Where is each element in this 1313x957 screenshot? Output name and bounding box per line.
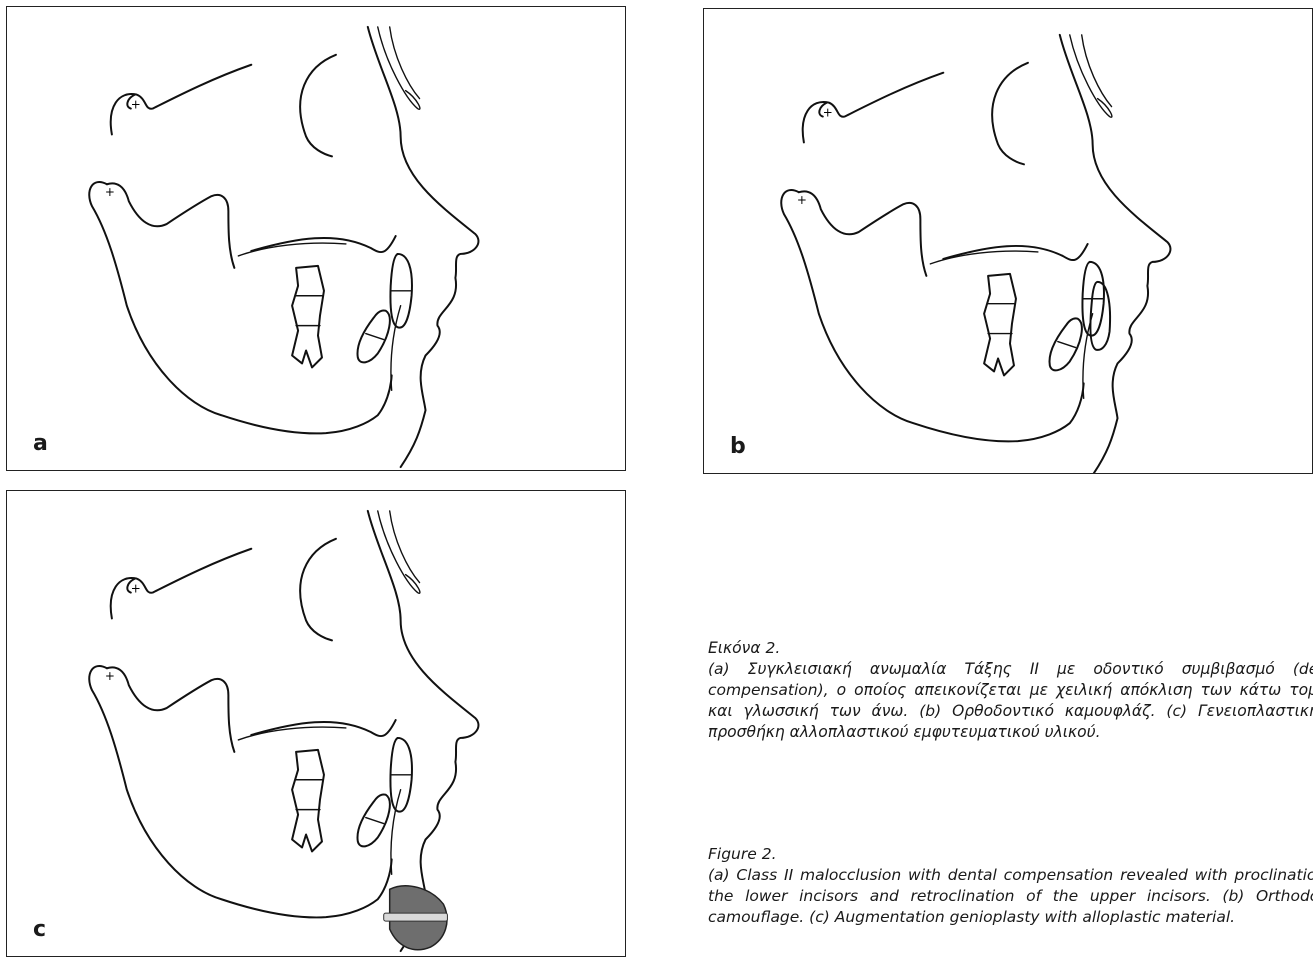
cephalometric-tracing-c [7, 491, 625, 956]
cephalometric-tracing-b [704, 9, 1312, 473]
caption-english-text: (a) Class II malocclusion with dental co… [708, 865, 1313, 928]
panel-b: b [703, 8, 1313, 474]
caption-greek: Εικόνα 2. (a) Συγκλεισιακή ανωμαλία Τάξη… [708, 638, 1313, 743]
cephalometric-tracing-a [7, 7, 625, 470]
panel-label-a: a [33, 431, 48, 456]
fixation-screw [384, 913, 448, 921]
panel-c: c [6, 490, 626, 957]
caption-greek-title: Εικόνα 2. [708, 638, 1313, 659]
panel-label-b: b [730, 434, 746, 459]
caption-english-title: Figure 2. [708, 844, 1313, 865]
panel-a: a [6, 6, 626, 471]
caption-english: Figure 2. (a) Class II malocclusion with… [708, 844, 1313, 928]
caption-greek-text: (a) Συγκλεισιακή ανωμαλία Τάξης ΙΙ με οδ… [708, 659, 1313, 743]
panel-label-c: c [33, 917, 46, 942]
